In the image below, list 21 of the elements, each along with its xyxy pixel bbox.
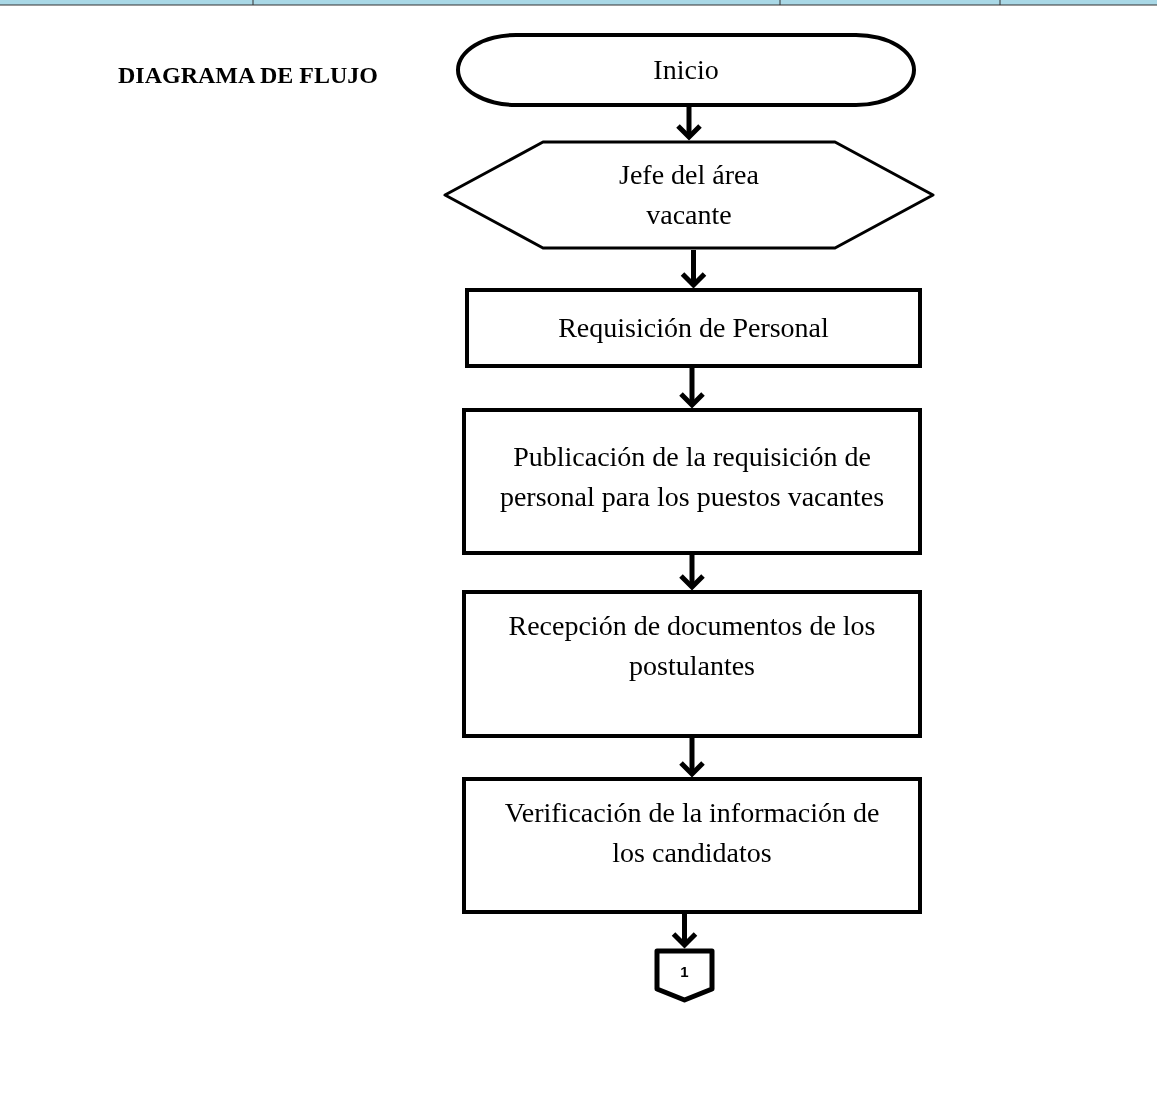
preparation-hexagon — [443, 140, 935, 250]
arrow — [678, 555, 706, 590]
arrow — [671, 914, 698, 948]
diagram-title: DIAGRAMA DE FLUJO — [118, 62, 378, 89]
process-box — [462, 777, 922, 914]
node-label: Verificación de la información de los candidatos — [503, 795, 881, 870]
node-label: Inicio — [653, 53, 719, 87]
node-label: Recepción de documentos de los postulantes — [507, 609, 877, 683]
node-label: 1 — [680, 961, 689, 982]
arrow — [678, 368, 706, 408]
process-box — [465, 288, 922, 368]
arrow — [675, 107, 703, 140]
process-box — [462, 590, 922, 738]
off-page-connector — [654, 948, 715, 1003]
arrow — [680, 250, 707, 288]
node-label: Requisición de Personal — [558, 311, 829, 345]
arrow — [678, 738, 706, 777]
node-label: Jefe del área vacante — [618, 158, 760, 232]
start-terminal — [456, 33, 916, 107]
process-box — [462, 408, 922, 555]
node-label: Publicación de la requisición de personal para los puestos vacantes — [498, 439, 886, 514]
